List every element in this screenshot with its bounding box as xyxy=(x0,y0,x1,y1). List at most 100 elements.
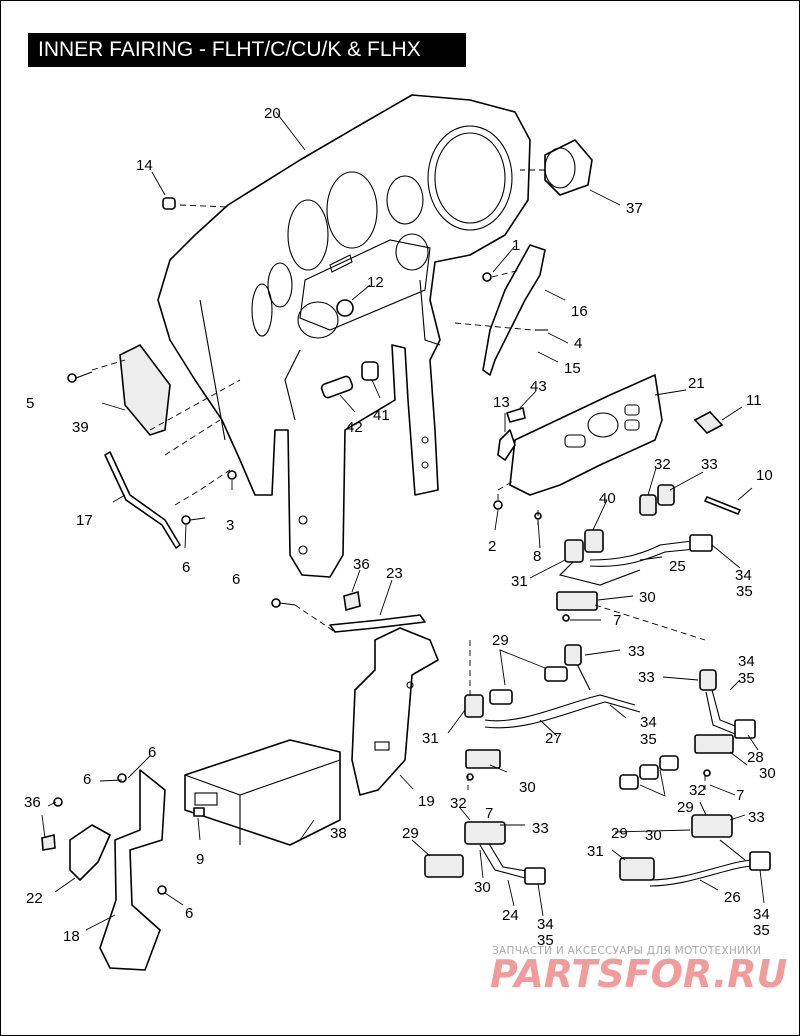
callout-37: 37 xyxy=(626,200,643,217)
callout-19: 19 xyxy=(418,793,435,810)
speaker-bracket xyxy=(119,343,171,436)
fasteners xyxy=(53,272,711,895)
cable-strap xyxy=(704,496,741,515)
switch-knob-41 xyxy=(361,361,379,381)
side-bracket xyxy=(99,769,166,971)
callout-34: 34 xyxy=(735,567,752,584)
callout-42: 42 xyxy=(346,419,363,436)
leader-lines xyxy=(41,111,765,931)
callout-22: 22 xyxy=(26,890,43,907)
callout-31: 31 xyxy=(587,843,604,860)
callout-38: 38 xyxy=(330,825,347,842)
callout-27: 27 xyxy=(545,730,562,747)
callout-4: 4 xyxy=(574,335,582,352)
inner-fairing xyxy=(157,94,531,578)
callout-7: 7 xyxy=(736,787,744,804)
callout-3: 3 xyxy=(226,517,234,534)
callout-34: 34 xyxy=(537,916,554,933)
callout-29: 29 xyxy=(402,825,419,842)
switch-panel xyxy=(509,374,663,496)
callout-20: 20 xyxy=(264,105,281,122)
callout-26: 26 xyxy=(724,889,741,906)
callout-12: 12 xyxy=(367,274,384,291)
watermark-brand: PARTSFOR.RU xyxy=(490,952,788,996)
callout-41: 41 xyxy=(373,407,390,424)
callout-33: 33 xyxy=(628,643,645,660)
callout-32: 32 xyxy=(654,456,671,473)
callout-30: 30 xyxy=(645,827,662,844)
callout-31: 31 xyxy=(422,730,439,747)
callout-35: 35 xyxy=(736,583,753,600)
callout-7: 7 xyxy=(613,612,621,629)
callout-6: 6 xyxy=(232,571,240,588)
callout-13: 13 xyxy=(493,394,510,411)
callout-16: 16 xyxy=(571,303,588,320)
callout-29: 29 xyxy=(611,825,628,842)
callout-10: 10 xyxy=(756,467,773,484)
callout-25: 25 xyxy=(669,558,686,575)
callout-9: 9 xyxy=(196,851,204,868)
callout-33: 33 xyxy=(532,820,549,837)
plug xyxy=(506,407,526,423)
callout-18: 18 xyxy=(63,928,80,945)
callout-35: 35 xyxy=(537,932,554,949)
callout-32: 32 xyxy=(689,782,706,799)
callout-30: 30 xyxy=(639,589,656,606)
callout-7: 7 xyxy=(485,805,493,822)
callout-30: 30 xyxy=(474,879,491,896)
callout-14: 14 xyxy=(136,157,153,174)
callout-6: 6 xyxy=(148,744,156,761)
mounting-bracket xyxy=(329,614,439,796)
switch-harness-27 xyxy=(464,644,641,769)
latch xyxy=(69,824,111,881)
watermark-subtitle: ЗАПЧАСТИ И АКСЕССУАРЫ ДЛЯ МОТОТЕХНИКИ xyxy=(492,945,761,957)
callout-1: 1 xyxy=(512,237,520,254)
callout-43: 43 xyxy=(530,378,547,395)
callout-labels: 1234566666777891011121314151617181920212… xyxy=(24,105,776,949)
retainer-clip xyxy=(693,411,724,434)
ground-clip xyxy=(193,807,205,817)
side-trim xyxy=(482,244,546,376)
callout-6: 6 xyxy=(185,905,193,922)
weatherstrip xyxy=(104,451,181,549)
callout-36: 36 xyxy=(24,794,41,811)
speed-nut xyxy=(343,590,361,612)
callout-34: 34 xyxy=(640,714,657,731)
callout-33: 33 xyxy=(701,456,718,473)
spacer xyxy=(497,429,516,461)
callout-35: 35 xyxy=(753,922,770,939)
clip xyxy=(162,197,176,210)
callout-30: 30 xyxy=(519,779,536,796)
callout-33: 33 xyxy=(638,669,655,686)
switch-harness-26 xyxy=(619,814,771,887)
callout-29: 29 xyxy=(492,632,509,649)
callout-8: 8 xyxy=(533,548,541,565)
callout-6: 6 xyxy=(182,559,190,576)
callout-5: 5 xyxy=(26,395,34,412)
callout-11: 11 xyxy=(746,392,762,409)
callout-35: 35 xyxy=(640,731,657,748)
callout-6: 6 xyxy=(83,771,91,788)
callout-34: 34 xyxy=(753,906,770,923)
callout-21: 21 xyxy=(688,375,705,392)
callout-24: 24 xyxy=(502,907,519,924)
callout-31: 31 xyxy=(511,573,528,590)
callout-34: 34 xyxy=(738,653,755,670)
callout-32: 32 xyxy=(450,795,467,812)
callout-30: 30 xyxy=(759,765,776,782)
callout-35: 35 xyxy=(738,670,755,687)
page-title: INNER FAIRING - FLHT/C/CU/K & FLHX xyxy=(28,33,466,67)
gauge-cup xyxy=(544,139,593,196)
electronic-module xyxy=(184,739,341,846)
switch-harness-28 xyxy=(619,669,756,790)
speed-nut-left xyxy=(41,833,56,851)
callout-23: 23 xyxy=(386,565,403,582)
callout-29: 29 xyxy=(677,799,694,816)
switch-knob-42 xyxy=(320,375,354,399)
switch-harness-24 xyxy=(424,821,546,885)
callout-33: 33 xyxy=(748,809,765,826)
callout-28: 28 xyxy=(747,749,764,766)
switch-harness-25 xyxy=(556,484,713,611)
